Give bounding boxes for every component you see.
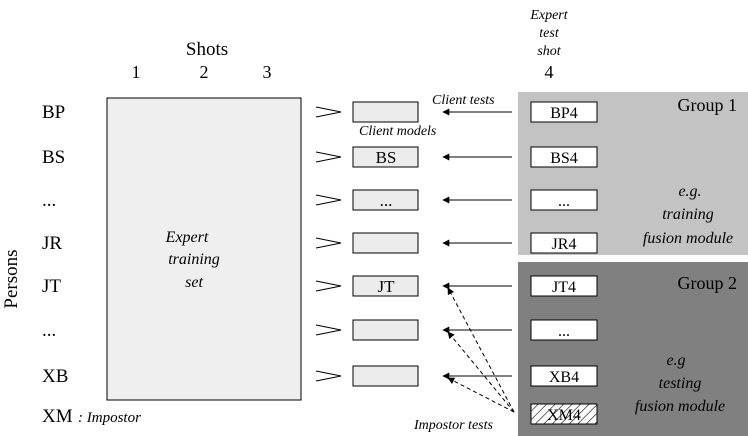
- group-1-note-line-3: fusion module: [643, 230, 733, 247]
- group-1-title: Group 1: [678, 95, 738, 115]
- transfer-arrow: [315, 106, 342, 118]
- transfer-arrow: [315, 194, 342, 206]
- impostor-test-box: [530, 403, 598, 425]
- expert-test-label: JT4: [552, 279, 576, 296]
- impostor-suffix: : Impostor: [78, 410, 141, 426]
- client-model-label: ...: [380, 191, 393, 210]
- expert-test-shot-line-3: shot: [537, 44, 561, 59]
- expert-test-label: BS4: [550, 150, 578, 167]
- expert-test-box: [530, 101, 598, 123]
- expert-test-box: [530, 365, 598, 387]
- transfer-arrow: [315, 151, 342, 163]
- shot-number-3: 3: [263, 62, 272, 82]
- transfer-arrow: [315, 324, 342, 336]
- person-code: ...: [42, 320, 56, 341]
- shot-number-2: 2: [200, 62, 209, 82]
- person-code: JT: [42, 276, 61, 297]
- impostor-tests-label: Impostor tests: [413, 418, 494, 433]
- client-tests-label: Client tests: [432, 93, 495, 108]
- client-model-label: BS: [376, 148, 397, 167]
- client-model-box: [352, 365, 419, 387]
- transfer-arrow: [315, 370, 342, 382]
- expert-test-box: [530, 189, 598, 211]
- group-2-title: Group 2: [678, 273, 738, 293]
- transfer-arrow: [315, 237, 342, 249]
- expert-test-box: [530, 232, 598, 254]
- expert-test-label: JR4: [552, 236, 577, 253]
- expert-test-shot-line-2: test: [539, 26, 560, 41]
- person-code: BP: [42, 102, 65, 123]
- client-model-box: [352, 101, 419, 123]
- persons-axis-label: Persons: [1, 249, 22, 308]
- training-set-label-line-1: Expert: [165, 229, 209, 246]
- person-code: ...: [42, 190, 56, 211]
- expert-test-label: ...: [558, 323, 570, 340]
- group-2-note-line-2: testing: [659, 375, 702, 392]
- expert-test-shot-line-1: Expert: [529, 8, 568, 23]
- expert-test-label: ...: [558, 193, 570, 210]
- shot-number-1: 1: [132, 62, 141, 82]
- expert-test-box: [530, 146, 598, 168]
- person-code: BS: [42, 147, 65, 168]
- expert-test-label: XB4: [549, 369, 579, 386]
- group-2-note-line-1: e.g: [666, 352, 685, 369]
- shots-title: Shots: [186, 39, 228, 60]
- client-models-label: Client models: [359, 124, 437, 139]
- client-model-box: [352, 189, 419, 211]
- transfer-arrow: [315, 280, 342, 292]
- expert-test-label: BP4: [550, 105, 578, 122]
- impostor-test-arrow: [447, 377, 515, 413]
- client-model-box: [352, 146, 419, 168]
- person-code: JR: [42, 233, 62, 254]
- client-model-label: JT: [378, 277, 396, 296]
- training-set-label-line-2: training: [168, 251, 220, 268]
- person-code: XB: [42, 366, 68, 387]
- client-model-box: [352, 319, 419, 341]
- group-2-note-line-3: fusion module: [635, 398, 725, 415]
- impostor-test-arrow: [447, 287, 515, 413]
- expert-training-set-box: [106, 97, 302, 401]
- training-set-label-line-3: set: [185, 274, 203, 291]
- client-model-box: [352, 232, 419, 254]
- expert-test-box: [530, 275, 598, 297]
- expert-test-box: [530, 319, 598, 341]
- group-1-note-line-2: training: [662, 206, 714, 223]
- impostor-test-label: XM4: [547, 407, 581, 424]
- impostor-person-code: XM: [42, 406, 73, 427]
- impostor-arrows: [447, 287, 515, 413]
- expert-test-shot-number: 4: [545, 62, 554, 82]
- client-model-box: [352, 275, 419, 297]
- impostor-test-arrow: [447, 331, 515, 413]
- group-1-note-line-1: e.g.: [678, 183, 701, 200]
